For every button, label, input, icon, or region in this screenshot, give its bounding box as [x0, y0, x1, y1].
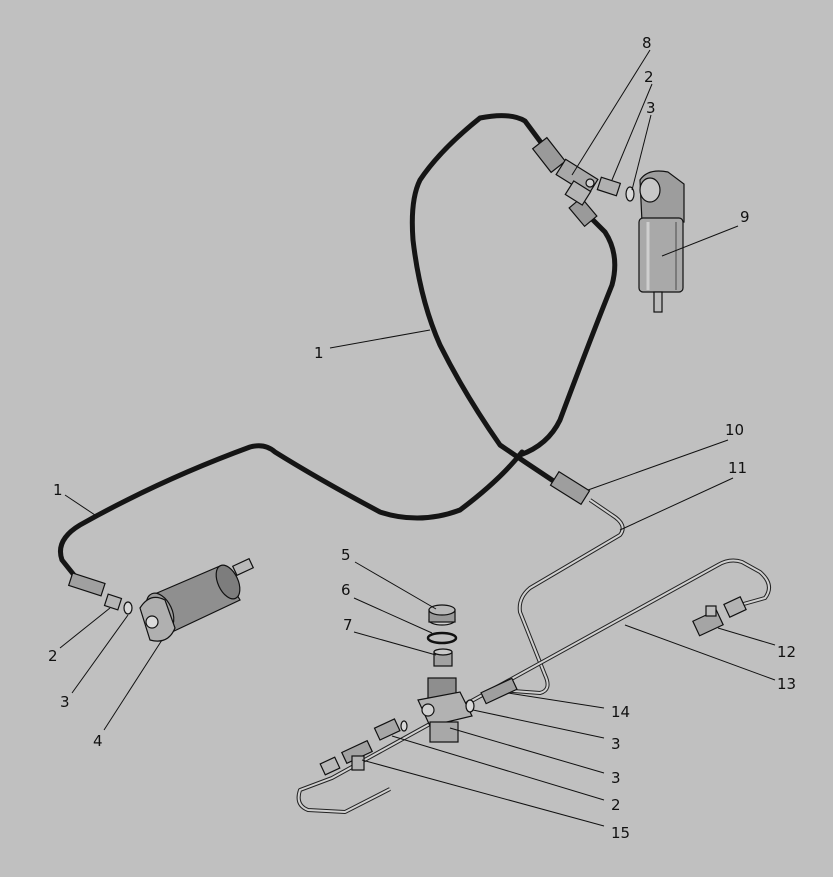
fitting-2-lower [373, 718, 401, 741]
callout-11: 11 [728, 459, 747, 477]
washer-3-right-b [400, 720, 408, 732]
callout-12: 12 [777, 643, 796, 661]
callout-2-upper: 2 [644, 68, 654, 86]
union-10 [549, 470, 591, 506]
callout-8: 8 [642, 34, 652, 52]
filter-9 [638, 170, 685, 313]
callout-9: 9 [740, 208, 750, 226]
callout-7: 7 [343, 616, 353, 634]
tube-13 [296, 558, 771, 814]
cylinder-4 [139, 557, 255, 642]
callout-1-lower: 1 [53, 481, 63, 499]
callout-2-lower: 2 [611, 796, 621, 814]
hose-upper [409, 113, 618, 485]
hose-lower [58, 443, 525, 583]
callout-15: 15 [611, 824, 630, 842]
hose-end-upper [531, 136, 598, 228]
callout-6: 6 [341, 581, 351, 599]
tube-11 [499, 498, 625, 695]
ring-6 [426, 631, 458, 645]
washer-3-right-a [465, 699, 475, 713]
callout-5: 5 [341, 546, 351, 564]
callout-2-left: 2 [48, 647, 58, 665]
tee-15 [319, 739, 374, 776]
callout-3-right-a: 3 [611, 735, 621, 753]
callout-3-right-b: 3 [611, 769, 621, 787]
callout-1-upper: 1 [314, 344, 324, 362]
insert-7 [433, 648, 453, 667]
fitting-12 [692, 596, 747, 637]
nut-5 [428, 604, 456, 626]
union-14 [480, 677, 518, 705]
fitting-2-left [67, 572, 123, 611]
valve-body [417, 677, 473, 743]
callout-4: 4 [93, 732, 103, 750]
washer-3-upper [625, 186, 635, 202]
callout-3-upper: 3 [646, 99, 656, 117]
callout-10: 10 [725, 421, 744, 439]
fitting-2-upper [585, 176, 622, 197]
washer-3-left [123, 601, 133, 615]
callout-13: 13 [777, 675, 796, 693]
leader-lines [59, 49, 776, 827]
callout-14: 14 [611, 703, 630, 721]
callout-3-left: 3 [60, 693, 70, 711]
